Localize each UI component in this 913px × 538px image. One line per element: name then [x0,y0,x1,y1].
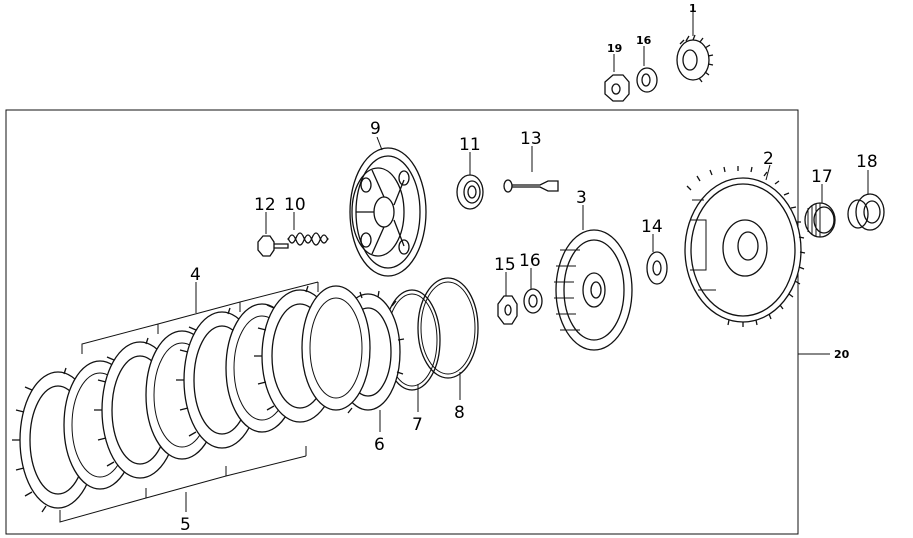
callout-11: 11 [459,135,481,155]
part-11-bearing [456,152,484,210]
bracket-5 [59,446,307,523]
part-18-bushing [847,170,885,231]
callout-9: 9 [370,119,381,139]
disc-stack [12,285,371,513]
callout-14: 14 [641,217,663,237]
part-16-washer [523,268,543,314]
callout-2: 2 [763,149,774,169]
callout-16-top: 16 [636,34,652,47]
callout-12: 12 [254,195,276,215]
callout-6: 6 [374,435,385,455]
callout-16: 16 [519,251,541,271]
callout-15: 15 [494,255,516,275]
part-9-pressure-plate [349,136,427,277]
part-19-nut [604,54,630,102]
callout-labels: 1 16 19 9 11 13 2 17 18 3 12 10 14 15 16… [180,2,878,535]
callout-7: 7 [412,415,423,435]
steel-plate [301,285,371,411]
callout-19: 19 [607,42,622,55]
part-10-spring [287,212,329,246]
part-3-clutch-hub [554,205,633,351]
callout-20: 20 [834,348,850,361]
part-15-nut [497,272,518,325]
part-13-pushrod [503,146,559,193]
part-14-washer [646,234,668,285]
bracket-4 [81,281,319,354]
part-8-spring-ring [417,277,479,400]
part-2-clutch-housing [684,164,806,327]
callout-3: 3 [576,188,587,208]
callout-4: 4 [190,265,201,285]
part-12-bolt [257,212,289,257]
assembly-frame [5,109,799,535]
callout-1: 1 [689,2,697,15]
callout-10: 10 [284,195,306,215]
callout-5: 5 [180,515,191,535]
part-16-washer-top [636,46,658,93]
callout-13: 13 [520,129,542,149]
callout-8: 8 [454,403,465,423]
callout-18: 18 [856,152,878,172]
callout-17: 17 [811,167,833,187]
part-17-needle-bearing [804,184,836,238]
part-1-gear [676,10,714,83]
